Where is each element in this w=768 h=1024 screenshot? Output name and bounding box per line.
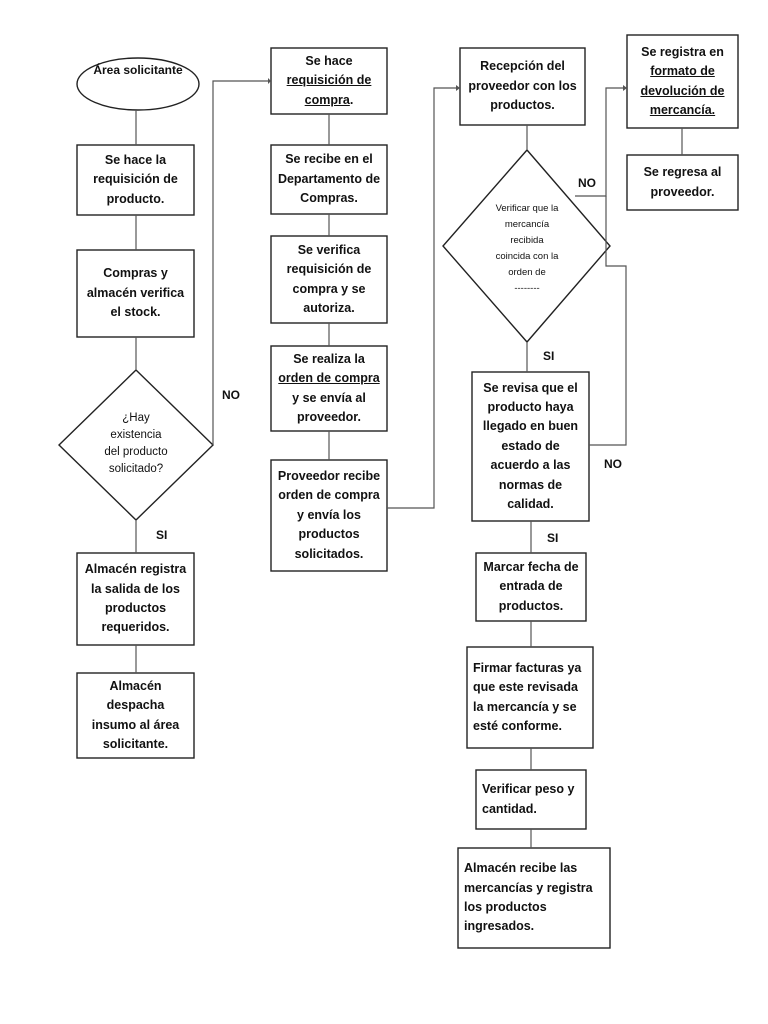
step-text: Se realiza la xyxy=(293,351,365,366)
step-received-purchasing: Se recibe en el Departamento de Compras. xyxy=(271,145,387,214)
step-return-supplier: Se regresa al proveedor. xyxy=(627,155,738,210)
step-label: Almacén registra la salida de los produc… xyxy=(84,562,187,635)
branch-label-no: NO xyxy=(222,388,240,402)
step-quality-check: Se revisa que el producto haya llegado e… xyxy=(472,372,589,521)
decision-line: coincida con la xyxy=(495,251,559,262)
box-c2-3 xyxy=(270,235,388,324)
step-label: Firmar facturas ya que este revisada la … xyxy=(473,660,582,733)
connectors xyxy=(135,78,683,848)
step-label: Recepción del proveedor con los producto… xyxy=(468,59,577,113)
step-label: Se verifica requisición de compra y se a… xyxy=(286,242,372,315)
connector-no-1 xyxy=(212,80,271,445)
box-c4-2 xyxy=(626,154,739,211)
step-mark-entry-date: Marcar fecha de entrada de productos. xyxy=(476,553,586,621)
step-label: Se hace requisición de compra. xyxy=(277,52,381,110)
decision-line: existencia xyxy=(110,428,162,441)
branch-label-si: SI xyxy=(156,528,168,542)
step-label: Proveedor recibe orden de compra y envía… xyxy=(277,469,381,561)
step-label: Almacén recibe las mercancías y registra… xyxy=(464,861,593,934)
box-c2-4 xyxy=(270,345,388,432)
step-sign-invoices: Firmar facturas ya que este revisada la … xyxy=(467,647,593,748)
step-return-form: Se registra en formato de devolución de … xyxy=(627,35,738,128)
box-c1-3 xyxy=(76,552,195,646)
decision-stock: ¿Hay existencia del producto solicitado? xyxy=(86,396,186,492)
box-c3-2 xyxy=(471,371,590,522)
step-verify-weight: Verificar peso y cantidad. xyxy=(476,770,586,829)
start-label: Área solicitante xyxy=(93,62,183,77)
step-check-stock: Compras y almacén verifica el stock. xyxy=(77,250,194,337)
step-register-output: Almacén registra la salida de los produc… xyxy=(77,553,194,645)
step-supplier-reception: Recepción del proveedor con los producto… xyxy=(460,48,585,125)
branch-label-si: SI xyxy=(547,531,559,545)
step-label: Se revisa que el producto haya llegado e… xyxy=(482,380,579,511)
box-c3-1 xyxy=(459,47,586,126)
step-supplier-ships: Proveedor recibe orden de compra y envía… xyxy=(271,460,387,571)
branch-label-si: SI xyxy=(543,349,555,363)
step-dispatch: Almacén despacha insumo al área solicita… xyxy=(77,673,194,758)
decision-line: del producto xyxy=(104,446,168,458)
decision-line: -------- xyxy=(514,283,540,295)
box-c3-3 xyxy=(475,552,587,622)
arrowhead xyxy=(268,78,271,84)
step-text: y se envía al proveedor. xyxy=(292,390,366,424)
decision-line: recibida xyxy=(510,234,544,246)
decision-line: solicitado? xyxy=(108,463,164,476)
step-text: Se hace xyxy=(305,53,353,68)
decision-line: ¿Hay xyxy=(122,411,150,424)
step-verify-authorize: Se verifica requisición de compra y se a… xyxy=(271,236,387,323)
start-node: Área solicitante xyxy=(77,60,199,80)
step-label: Se recibe en el Departamento de Compras. xyxy=(277,152,381,206)
branch-label-no: NO xyxy=(578,176,596,190)
shapes xyxy=(57,34,739,949)
connector-to-reception xyxy=(387,87,460,509)
step-warehouse-receives: Almacén recibe las mercancías y registra… xyxy=(458,848,610,948)
step-label: Se hace la requisición de producto. xyxy=(93,152,178,206)
step-purchase-order: Se realiza la orden de compra y se envía… xyxy=(271,346,387,431)
step-text: Se registra en xyxy=(641,44,724,59)
step-label: Compras y almacén verifica el stock. xyxy=(86,266,185,320)
return-form-link-text: formato de devolución de mercancía. xyxy=(640,64,725,117)
box-c3-4 xyxy=(466,646,594,749)
decision-line: mercancía xyxy=(504,218,550,230)
step-label: Verificar peso y cantidad. xyxy=(482,782,575,816)
step-text: . xyxy=(349,92,354,107)
step-request-product: Se hace la requisición de producto. xyxy=(77,145,194,215)
connector-no-2 xyxy=(575,87,627,197)
step-label: Almacén despacha insumo al área solicita… xyxy=(91,678,180,751)
box-c2-5 xyxy=(270,459,388,572)
purchase-order-link-text: orden de compra xyxy=(278,371,380,386)
decision-line: Verificar que la xyxy=(495,202,559,214)
decision-order-match: Verificar que la mercancía recibida coin… xyxy=(474,196,580,302)
box-c3-6 xyxy=(457,847,611,949)
step-label: Se realiza la orden de compra y se envía… xyxy=(277,350,381,428)
box-c1-4 xyxy=(76,672,195,759)
step-purchase-requisition: Se hace requisición de compra. xyxy=(271,48,387,114)
step-label: Se registra en formato de devolución de … xyxy=(633,43,732,121)
connector-no-3 xyxy=(589,196,627,446)
arrowhead xyxy=(456,85,460,91)
start-ellipse xyxy=(76,57,200,111)
step-label: Marcar fecha de entrada de productos. xyxy=(483,559,579,613)
requisition-link-text: requisición de compra xyxy=(286,73,372,107)
box-c2-2 xyxy=(270,144,388,215)
branch-label-no: NO xyxy=(604,457,622,471)
step-label: Se regresa al proveedor. xyxy=(643,165,722,199)
arrowhead xyxy=(623,85,627,91)
decision-line: orden de xyxy=(508,267,546,279)
box-c1-1 xyxy=(76,144,195,216)
